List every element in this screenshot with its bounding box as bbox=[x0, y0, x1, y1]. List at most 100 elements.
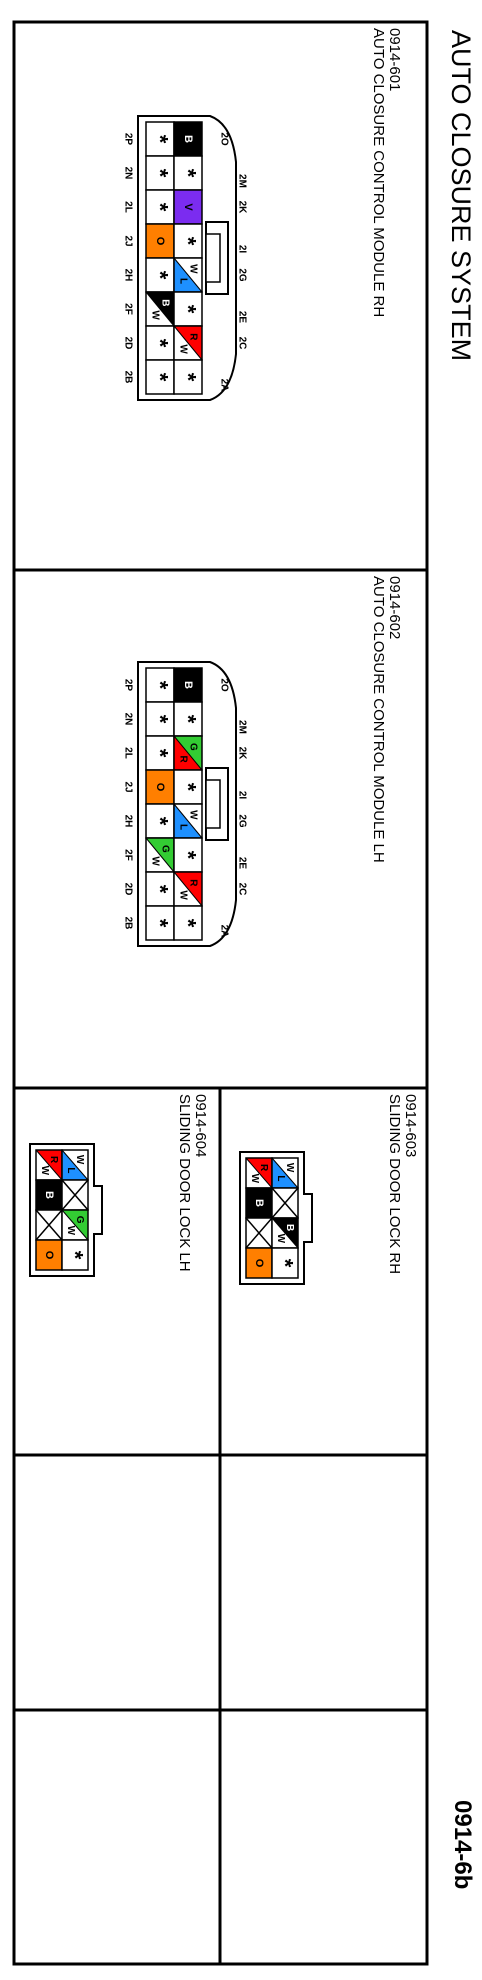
connector-pin: WR bbox=[173, 871, 203, 907]
connector-pin bbox=[61, 1179, 89, 1211]
cell-bg bbox=[145, 905, 175, 941]
pin-number-label: 2F bbox=[123, 303, 134, 315]
cell-bg bbox=[173, 291, 203, 327]
pin-number-label: 2D bbox=[123, 883, 134, 896]
wire-stripe-code: G bbox=[160, 845, 171, 853]
connector-code: 0914-604 bbox=[192, 1094, 209, 1157]
cell-split bbox=[61, 1209, 89, 1241]
wire-stripe-code: R bbox=[188, 879, 199, 887]
pin-number-label: 2J bbox=[123, 235, 134, 246]
pin-blank-mark: * bbox=[63, 1251, 88, 1260]
connector-pin: WG bbox=[61, 1209, 89, 1241]
connector-pin: LW bbox=[173, 803, 203, 839]
connector-pin: O bbox=[145, 769, 175, 805]
wire-stripe-code: B bbox=[160, 299, 171, 306]
connector-pin: O bbox=[245, 1247, 273, 1279]
connector-pin: WB bbox=[145, 291, 175, 327]
cell-bg bbox=[145, 871, 175, 907]
pin-blank-mark: * bbox=[176, 783, 201, 792]
connector-pin: * bbox=[145, 701, 175, 737]
cell-split bbox=[271, 1217, 299, 1249]
cell-bg bbox=[173, 837, 203, 873]
wire-base-code: R bbox=[177, 756, 188, 764]
connector-pin: LW bbox=[61, 1149, 89, 1181]
connector-pin: * bbox=[145, 735, 175, 771]
pin-blank-mark: * bbox=[148, 817, 173, 826]
wire-color-code: O bbox=[154, 783, 166, 792]
connector-pin: * bbox=[145, 359, 175, 395]
pin-blank-mark: * bbox=[176, 919, 201, 928]
pin-number-label: 2E bbox=[237, 857, 248, 870]
wire-color-code: B bbox=[182, 135, 194, 143]
pin-number-label: 2I bbox=[237, 245, 248, 254]
connector-pin: WR bbox=[173, 325, 203, 361]
connector-pin: * bbox=[145, 121, 175, 157]
connector-pin: * bbox=[173, 223, 203, 259]
connector-pin: WR bbox=[35, 1149, 63, 1181]
pin-number-label: 2N bbox=[123, 167, 134, 180]
pin-blank-mark: * bbox=[148, 885, 173, 894]
pin-blank-mark: * bbox=[148, 271, 173, 280]
connector-pin: * bbox=[173, 905, 203, 941]
page-number-group: 0914-6b bbox=[449, 1800, 476, 1889]
cell-bg bbox=[35, 1239, 63, 1271]
connector-pin: * bbox=[145, 803, 175, 839]
connector-pin: * bbox=[145, 189, 175, 225]
pin-blank-mark: * bbox=[148, 715, 173, 724]
connector-pin: WR bbox=[245, 1157, 273, 1189]
wire-base-code: W bbox=[39, 1166, 50, 1176]
wire-base-code: W bbox=[149, 856, 160, 866]
pin-number-label: 2J bbox=[123, 781, 134, 792]
wire-base-code: W bbox=[177, 344, 188, 354]
connector-diagram-602: ***O*WG**B*RG*LW*WR*2O2M2K2I2G2E2C2A2P2N… bbox=[123, 661, 248, 947]
wire-stripe-code: R bbox=[258, 1164, 269, 1172]
connector-pin: LW bbox=[271, 1157, 299, 1189]
connector-pin bbox=[245, 1217, 273, 1249]
wire-stripe-code: R bbox=[188, 333, 199, 341]
wire-base-code: W bbox=[177, 890, 188, 900]
pin-number-label: 2B bbox=[123, 917, 134, 930]
pin-blank-mark: * bbox=[176, 715, 201, 724]
wire-base-code: W bbox=[275, 1234, 286, 1244]
pin-blank-mark: * bbox=[148, 203, 173, 212]
wire-color-code: V bbox=[182, 203, 194, 211]
connector-pin: * bbox=[173, 155, 203, 191]
pin-number-label: 2D bbox=[123, 337, 134, 350]
wire-stripe-code: W bbox=[74, 1155, 85, 1165]
pin-number-label: 2E bbox=[237, 311, 248, 324]
connector-pin: O bbox=[145, 223, 175, 259]
cross-line bbox=[271, 1187, 299, 1219]
connector-pin: * bbox=[173, 359, 203, 395]
cell-split bbox=[173, 735, 203, 771]
wire-color-code: O bbox=[154, 237, 166, 246]
cross-line bbox=[245, 1217, 273, 1249]
connector-pin: WG bbox=[145, 837, 175, 873]
cell-bg bbox=[173, 905, 203, 941]
cell-bg bbox=[145, 121, 175, 157]
connector-name: SLIDING DOOR LOCK RH bbox=[386, 1094, 403, 1274]
connector-name: SLIDING DOOR LOCK LH bbox=[176, 1094, 193, 1272]
connector-pin: WB bbox=[271, 1217, 299, 1249]
wire-base-code: W bbox=[149, 310, 160, 320]
pin-number-label: 2F bbox=[123, 849, 134, 861]
connector-pin: B bbox=[173, 667, 203, 703]
wire-base-code: L bbox=[177, 824, 188, 830]
pin-number-label: 2A bbox=[219, 925, 230, 938]
cell-split bbox=[145, 837, 175, 873]
cell-split bbox=[173, 803, 203, 839]
pin-blank-mark: * bbox=[176, 305, 201, 314]
pin-blank-mark: * bbox=[176, 851, 201, 860]
connector-pin: * bbox=[145, 257, 175, 293]
connector-code: 0914-602 bbox=[386, 576, 403, 639]
connector-pin: B bbox=[245, 1187, 273, 1219]
pin-number-label: 2K bbox=[237, 747, 248, 761]
connector-pin: * bbox=[61, 1239, 89, 1271]
wire-stripe-code: B bbox=[284, 1224, 295, 1231]
connector-pin: * bbox=[271, 1247, 299, 1279]
pin-blank-mark: * bbox=[176, 237, 201, 246]
cell-bg bbox=[61, 1239, 89, 1271]
page-title: AUTO CLOSURE SYSTEM bbox=[446, 30, 476, 361]
